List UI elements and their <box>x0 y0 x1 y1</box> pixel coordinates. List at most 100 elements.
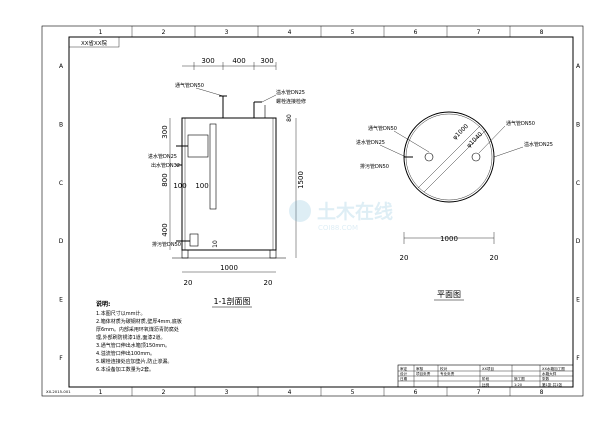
dim-height-3: 400 <box>161 223 169 236</box>
note-line: 4.溢流管口伸出100mm。 <box>96 350 155 357</box>
note-line: 1.本图尺寸以mm计。 <box>96 310 146 317</box>
label-drain-pipe: 排污管DN50 <box>152 241 181 248</box>
grid-row-right-D: D <box>576 238 581 245</box>
label-vent-pipe: 通气管DN50 <box>175 82 204 89</box>
tb-review: 审核 <box>416 366 424 371</box>
grid-row-left-E: E <box>59 297 63 304</box>
tank-section-body <box>181 117 277 251</box>
note-line: 厚6mm。内部采用环氧煤沥青防腐处 <box>96 326 179 333</box>
section-view-title: 1-1剖面图 <box>213 296 250 306</box>
inlet-assembly <box>187 134 209 158</box>
dim-base-left: 20 <box>184 279 193 287</box>
watermark-text: 土木在线 <box>317 200 393 223</box>
watermark: 土木在线 COI88.COM <box>289 200 393 232</box>
dim-top-1: 300 <box>201 57 214 65</box>
grid-col-top-4: 4 <box>288 29 292 36</box>
note-line: 2.箱体材质为碳钢材质,壁厚4mm,底板 <box>96 318 182 325</box>
dim-top-2: 400 <box>232 57 245 65</box>
dim-top-3: 300 <box>260 57 273 65</box>
grid-row-right-F: F <box>576 355 580 362</box>
grid-row-left-A: A <box>59 63 64 70</box>
tb-scale-label: 比例 <box>482 382 490 387</box>
grid-col-top-8: 8 <box>540 29 544 36</box>
tb-project: XX项目 <box>482 366 494 371</box>
grid-row-left-C: C <box>59 180 63 187</box>
grid-col-bottom-3: 3 <box>225 389 229 396</box>
internal-pipe <box>209 123 217 210</box>
diameter-line-2 <box>423 129 487 193</box>
dim-base-height: 10 <box>212 240 219 248</box>
grid-col-bottom-4: 4 <box>288 389 292 396</box>
tb-project-lead: 项目负责 <box>416 371 431 376</box>
tb-discipline-lead: 专业负责 <box>440 371 455 376</box>
leader-vent-right <box>478 125 506 154</box>
section-view: 300 400 300 300 800 400 100 100 1500 80 … <box>148 57 306 308</box>
title-block-tag: XX省XX院 <box>81 39 108 47</box>
tb-sheet-value: 第1张 共1张 <box>542 382 562 387</box>
tb-sub-name: 水箱大样 <box>542 371 557 376</box>
tb-stage-value: 施工图 <box>514 376 525 381</box>
dim-base-right: 20 <box>264 279 273 287</box>
plan-dim-width: 1000 <box>440 235 458 243</box>
notes: 说明: 1.本图尺寸以mm计。2.箱体材质为碳钢材质,壁厚4mm,底板 厚6mm… <box>96 300 182 373</box>
grid-col-top-6: 6 <box>414 29 418 36</box>
base-leg-left <box>181 249 189 259</box>
grid-row-left-B: B <box>59 122 63 129</box>
grid-row-right-C: C <box>576 180 580 187</box>
plan-dim-base-left: 20 <box>400 254 409 262</box>
tb-approve: 审定 <box>400 366 408 371</box>
tb-design: 设计 <box>400 371 408 376</box>
plan-label-vent-right: 通气管DN50 <box>506 120 535 127</box>
label-outlet-pipe: 出水管DN32 <box>151 162 180 169</box>
footer-code: XX-2015-001 <box>46 389 71 394</box>
leader-overflow <box>493 146 524 158</box>
grid-row-right-B: B <box>576 122 580 129</box>
tb-date-label: 日期 <box>400 376 408 381</box>
grid-col-top-3: 3 <box>225 29 229 36</box>
leader-vent-pipe <box>195 87 224 97</box>
note-line: 6.本设备加工数量为2套。 <box>96 366 154 373</box>
tb-drawing-name: XX水箱加工图 <box>542 366 565 371</box>
grid-col-bottom-8: 8 <box>540 389 544 396</box>
label-inlet-pipe: 进水管DN25 <box>148 153 177 160</box>
grid-row-left-F: F <box>59 355 63 362</box>
grid-col-top-5: 5 <box>351 29 355 36</box>
grid-col-bottom-5: 5 <box>351 389 355 396</box>
base-leg-right <box>269 249 277 259</box>
plan-label-inlet: 进水管DN25 <box>356 139 385 146</box>
leader-overflow-pipe <box>261 94 277 103</box>
tag-box <box>68 36 120 48</box>
label-manhole: 螺栓连接检修 <box>276 98 306 105</box>
dim-height-2: 800 <box>161 173 169 186</box>
title-block: 审定 审核 校对 设计 项目负责 专业负责 XX项目 XX水箱加工图 水箱大样 … <box>397 364 574 388</box>
plan-manhole-left <box>424 152 434 162</box>
dim-diameter-outer: φ1040 <box>465 131 484 150</box>
dim-width: 1000 <box>220 264 238 272</box>
plan-label-vent-left: 通气管DN50 <box>368 125 397 132</box>
outer-border <box>41 25 584 397</box>
dim-total-height: 1500 <box>297 171 305 189</box>
dim-offset-1: 100 <box>173 182 186 190</box>
tb-check: 校对 <box>440 366 448 371</box>
dim-offset-2: 100 <box>195 182 208 190</box>
label-overflow-pipe: 溢水管DN25 <box>276 89 305 96</box>
dim-height-1: 300 <box>161 125 169 138</box>
drain-fitting <box>189 233 199 247</box>
plan-label-drain: 排污管DN50 <box>360 163 389 170</box>
diameter-line-1 <box>417 125 481 189</box>
note-line: 3.通气管口伸出水箱顶150mm。 <box>96 342 170 349</box>
plan-label-overflow: 溢水管DN25 <box>524 141 553 148</box>
watermark-url: COI88.COM <box>318 224 358 232</box>
notes-heading: 说明: <box>96 300 110 308</box>
grid-col-bottom-1: 1 <box>99 389 103 396</box>
grid-col-top-7: 7 <box>477 29 481 36</box>
grid-col-top-1: 1 <box>99 29 103 36</box>
grid-col-bottom-6: 6 <box>414 389 418 396</box>
grid-col-bottom-2: 2 <box>162 389 166 396</box>
grid-row-right-E: E <box>576 297 580 304</box>
leader-vent-left <box>393 130 430 153</box>
plan-dim-base-right: 20 <box>490 254 499 262</box>
grid-row-left-D: D <box>59 238 64 245</box>
